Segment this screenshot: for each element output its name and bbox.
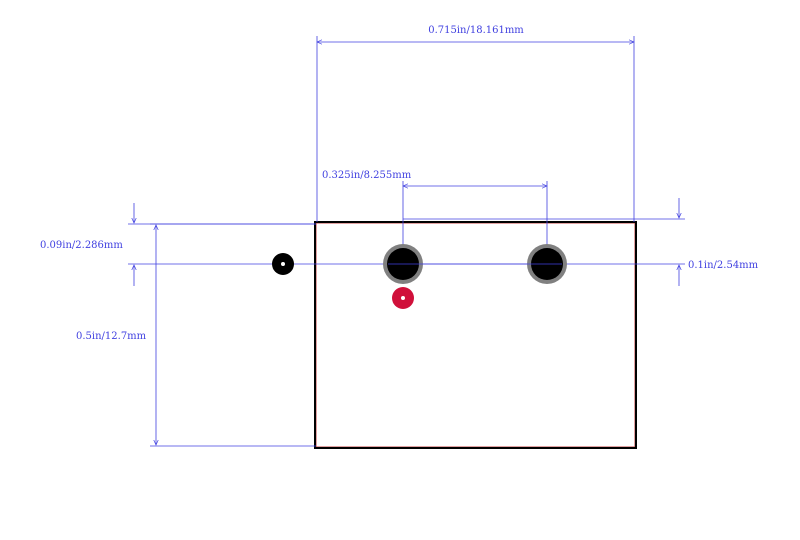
dimension-labels: 0.715in/18.161mm 0.325in/8.255mm 0.09in/… <box>40 25 759 342</box>
pad-offset-label: 0.1in/2.54mm <box>688 260 759 271</box>
pads <box>272 244 567 309</box>
dimension-lines <box>128 36 685 447</box>
component-outline <box>314 221 637 449</box>
pin-pitch-label: 0.325in/8.255mm <box>322 170 412 181</box>
pin1-marker <box>392 287 414 309</box>
body-outline <box>314 221 637 449</box>
body-height-label: 0.5in/12.7mm <box>76 331 147 342</box>
body-outline-inner <box>315 222 636 448</box>
origin-marker <box>272 253 294 275</box>
top-offset-label: 0.09in/2.286mm <box>40 240 123 251</box>
overall-width-label: 0.715in/18.161mm <box>428 25 524 36</box>
